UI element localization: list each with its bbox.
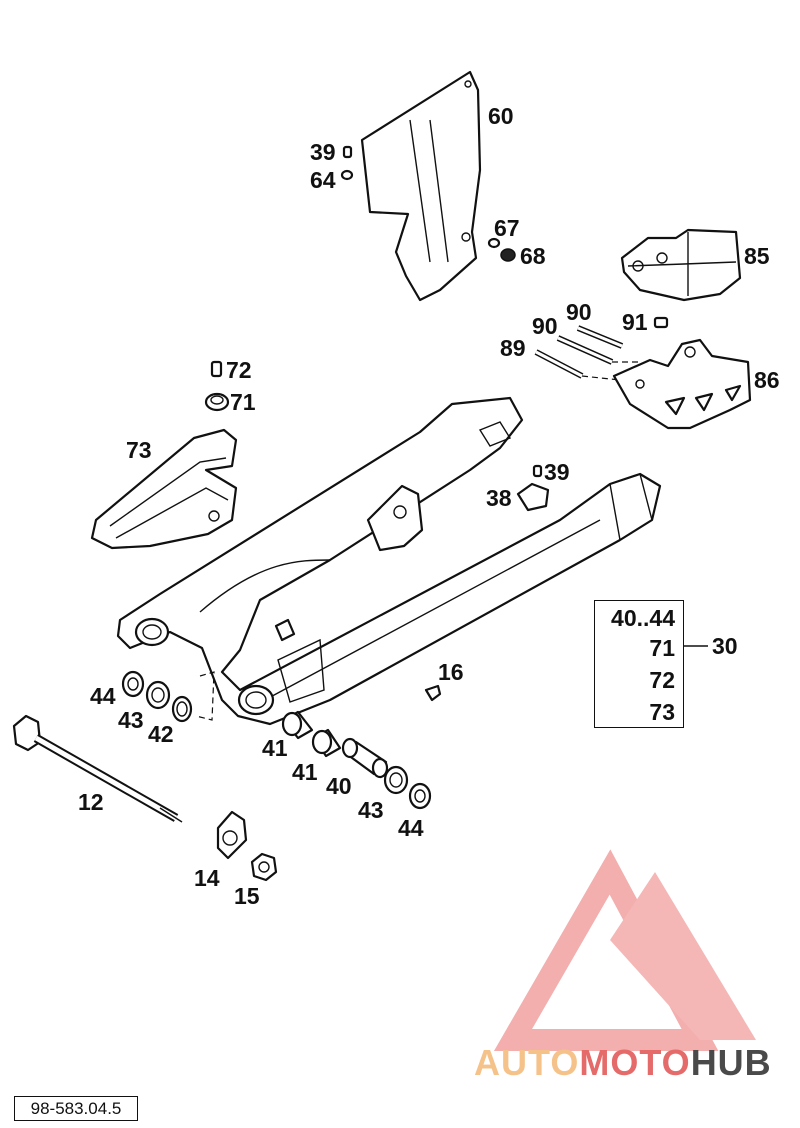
callout-67: 67 <box>494 215 520 241</box>
bushing-43-left <box>145 680 171 710</box>
callout-86: 86 <box>754 367 780 393</box>
watermark-part-3: HUB <box>690 1042 772 1083</box>
washer-67 <box>487 237 501 249</box>
watermark-part-1: AUTO <box>474 1042 580 1083</box>
group-item: 73 <box>649 699 675 725</box>
bearing-41-b <box>311 728 342 758</box>
callout-14: 14 <box>194 865 220 891</box>
plate-14 <box>216 810 248 860</box>
callout-85: 85 <box>744 243 770 269</box>
callout-90-lower: 90 <box>532 313 558 339</box>
callout-64: 64 <box>310 167 336 193</box>
callout-89: 89 <box>500 335 526 361</box>
chain-guide-85 <box>620 228 742 302</box>
callout-44-left: 44 <box>90 683 116 709</box>
washer-42 <box>171 695 193 723</box>
seal-44-left <box>121 670 145 698</box>
chain-guide-bracket-86 <box>612 338 752 430</box>
callout-39-lower: 39 <box>544 459 570 485</box>
callout-90-upper: 90 <box>566 299 592 325</box>
callout-43-left: 43 <box>118 707 144 733</box>
callout-60: 60 <box>488 103 514 129</box>
nut-15 <box>250 852 278 882</box>
diagram-reference-number: 98-583.04.5 <box>14 1096 138 1121</box>
bolt-90-lower <box>556 335 614 365</box>
callout-71: 71 <box>230 389 256 415</box>
assembly-line-left <box>195 671 215 721</box>
clip-38 <box>516 482 550 512</box>
sleeve-40 <box>341 737 389 779</box>
bolt-90-upper <box>576 325 624 349</box>
callout-91: 91 <box>622 309 648 335</box>
callout-12: 12 <box>78 789 104 815</box>
pivot-bolt-12 <box>12 714 183 823</box>
bearing-41-a <box>281 710 314 740</box>
callout-43-right: 43 <box>358 797 384 823</box>
callout-16: 16 <box>438 659 464 685</box>
screw-72 <box>210 360 223 378</box>
callout-41-a: 41 <box>262 735 288 761</box>
bushing-43-right <box>383 765 409 795</box>
group-item: 40..44 <box>611 605 675 631</box>
assembly-line-bolts <box>581 361 640 381</box>
seal-44-right <box>408 782 432 810</box>
callout-68: 68 <box>520 243 546 269</box>
callout-44-right: 44 <box>398 815 424 841</box>
plug-16 <box>424 684 442 702</box>
nut-68 <box>500 248 516 262</box>
part-group-box: 40..44 71 72 73 <box>594 600 684 728</box>
callout-30: 30 <box>712 633 738 659</box>
cap-71 <box>204 392 230 412</box>
group-item: 72 <box>649 667 675 693</box>
callout-72: 72 <box>226 357 252 383</box>
callout-42: 42 <box>148 721 174 747</box>
callout-39-top: 39 <box>310 139 336 165</box>
bolt-91 <box>653 316 669 329</box>
chain-guard-60 <box>360 70 482 302</box>
screw-39-lower <box>532 464 543 478</box>
callout-15: 15 <box>234 883 260 909</box>
chain-slider-73 <box>90 428 238 550</box>
watermark-logo <box>493 849 756 1051</box>
watermark-part-2: MOTO <box>579 1042 691 1083</box>
bolt-89 <box>534 349 584 379</box>
group-item: 71 <box>649 635 675 661</box>
callout-73: 73 <box>126 437 152 463</box>
washer-64 <box>340 169 354 181</box>
callout-38: 38 <box>486 485 512 511</box>
callout-41-b: 41 <box>292 759 318 785</box>
swingarm <box>116 396 662 726</box>
callout-40: 40 <box>326 773 352 799</box>
screw-39-top <box>342 145 353 159</box>
watermark-text: AUTOMOTOHUB <box>474 1042 772 1084</box>
